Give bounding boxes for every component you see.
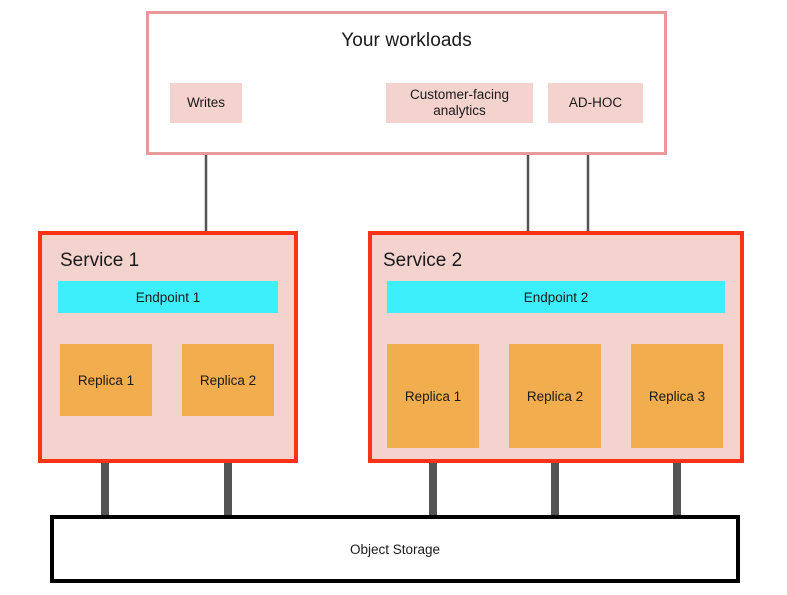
service-1-replica-1[interactable]: Replica 1 — [60, 344, 152, 416]
service-1-title: Service 1 — [60, 250, 140, 271]
workloads-title: Your workloads — [341, 30, 472, 51]
service-2-replica-2[interactable]: Replica 2 — [509, 344, 601, 448]
workload-item-customer-facing-analytics[interactable]: Customer-facing analytics — [386, 83, 533, 123]
workload-item-ad-hoc[interactable]: AD-HOC — [548, 83, 643, 123]
service-2-endpoint[interactable]: Endpoint 2 — [387, 281, 725, 313]
service-1-endpoint[interactable]: Endpoint 1 — [58, 281, 278, 313]
object-storage-box[interactable]: Object Storage — [50, 515, 740, 583]
service-1-replica-2[interactable]: Replica 2 — [182, 344, 274, 416]
service-2-replica-3[interactable]: Replica 3 — [631, 344, 723, 448]
service-2-title: Service 2 — [383, 250, 463, 271]
service-2-replica-1[interactable]: Replica 1 — [387, 344, 479, 448]
workload-item-writes[interactable]: Writes — [170, 83, 242, 123]
